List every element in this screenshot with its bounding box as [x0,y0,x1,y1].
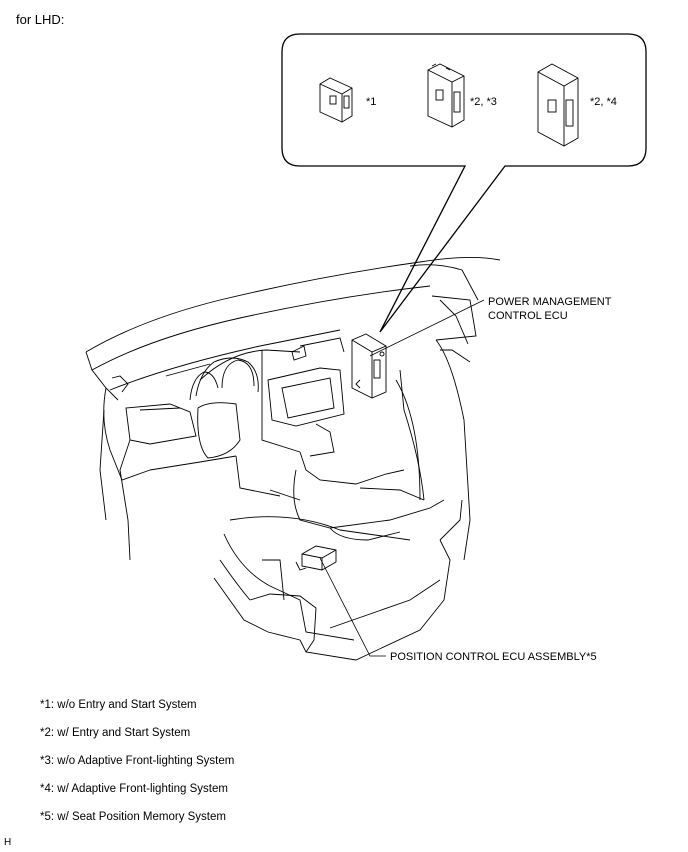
footnote: *3: w/o Adaptive Front-lighting System [40,755,235,767]
footnote: *2: w/ Entry and Start System [40,727,191,739]
ecu-variant-label: *2, *4 [590,96,617,108]
center-console-outline [213,451,463,661]
ecu-variant-1-icon [319,77,353,123]
power-management-ecu-label: POWER MANAGEMENT CONTROL ECU [488,296,612,322]
figure-id: H [4,837,12,848]
position-control-ecu-installed [295,545,337,571]
position-ecu-leader [319,557,386,657]
right-dash-outline [395,264,479,561]
position-control-ecu-label: POSITION CONTROL ECU ASSEMBLY*5 [390,651,597,663]
footnote: *1: w/o Entry and Start System [40,699,197,711]
power-management-ecu-installed [351,333,387,399]
figure-header: for LHD: [16,12,65,27]
ecu-variant-label: *2, *3 [470,96,497,108]
footnote: *5: w/ Seat Position Memory System [40,811,226,823]
ecu-variant-3-icon [537,63,579,147]
footnote: *4: w/ Adaptive Front-lighting System [40,783,228,795]
power-mgmt-leader [369,299,485,357]
dashboard-outline [85,256,501,561]
ecu-variants-bubble [281,33,647,333]
ecu-variant-label: *1 [366,96,377,108]
ecu-variant-2-icon [427,63,465,128]
